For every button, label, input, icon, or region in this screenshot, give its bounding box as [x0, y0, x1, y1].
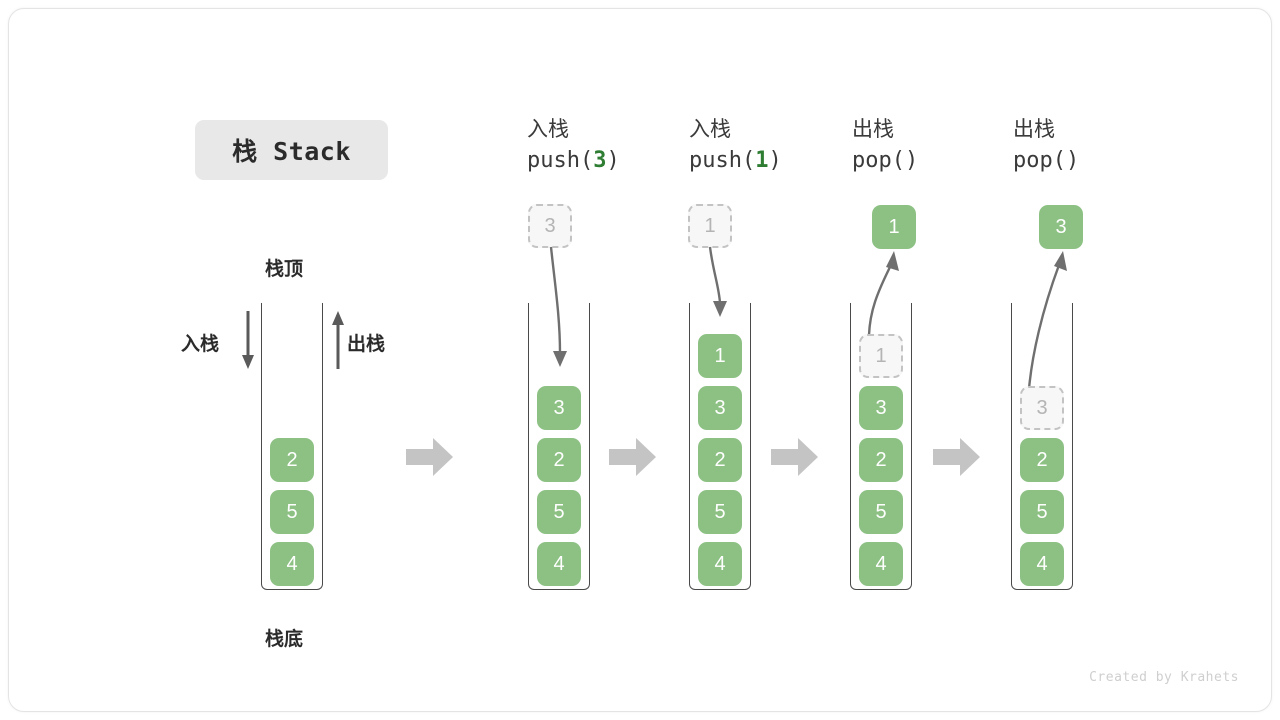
transition-arrow-icon-2	[609, 438, 656, 476]
stack-container-initial: 4 5 2	[261, 303, 323, 590]
step-op-name-3: 出栈	[852, 118, 894, 141]
transition-arrow-icon-4	[933, 438, 980, 476]
step-header-1: 入栈 push(3)	[527, 115, 697, 177]
stack-cell: 3	[859, 386, 903, 430]
stack-cells-step-4: 4 5 2 3	[1012, 378, 1072, 586]
push-direction-label: 入栈	[181, 334, 220, 355]
step-header-4: 出栈 pop()	[1013, 115, 1183, 177]
step-op-code-2: push(1)	[689, 148, 782, 173]
title-badge: 栈 Stack	[195, 120, 388, 180]
step-header-3: 出栈 pop()	[852, 115, 1022, 177]
stack-bottom-label: 栈底	[265, 629, 304, 650]
pop-direction-arrow-icon	[332, 311, 344, 369]
push-direction-arrow-icon	[242, 311, 254, 369]
floating-box-4: 3	[1039, 205, 1083, 249]
stack-cell: 2	[1020, 438, 1064, 482]
floating-box-2: 1	[688, 204, 732, 248]
stack-cell: 4	[859, 542, 903, 586]
stack-cell: 5	[859, 490, 903, 534]
stack-cell: 2	[537, 438, 581, 482]
stack-cells-step-1: 4 5 2 3	[529, 378, 589, 586]
stack-cell: 1	[698, 334, 742, 378]
stack-cell: 2	[859, 438, 903, 482]
stack-cell: 4	[537, 542, 581, 586]
stack-container-step-4: 4 5 2 3	[1011, 303, 1073, 590]
stack-cell: 5	[1020, 490, 1064, 534]
step-op-name-4: 出栈	[1013, 118, 1055, 141]
stack-cells-initial: 4 5 2	[262, 430, 322, 586]
stack-container-step-2: 4 5 2 3 1	[689, 303, 751, 590]
step-op-name-2: 入栈	[689, 118, 731, 141]
stack-cells-step-2: 4 5 2 3 1	[690, 326, 750, 586]
stack-cell: 3	[1020, 386, 1064, 430]
stack-cell: 4	[1020, 542, 1064, 586]
stack-cell: 2	[270, 438, 314, 482]
step-op-name-1: 入栈	[527, 118, 569, 141]
credit-footer: Created by Krahets	[1089, 670, 1239, 685]
stack-cell: 5	[270, 490, 314, 534]
stack-cell: 1	[859, 334, 903, 378]
stack-top-label: 栈顶	[265, 259, 304, 280]
stack-cell: 2	[698, 438, 742, 482]
stack-cells-step-3: 4 5 2 3 1	[851, 326, 911, 586]
floating-box-1: 3	[528, 204, 572, 248]
floating-box-3: 1	[872, 205, 916, 249]
step-op-code-4: pop()	[1013, 148, 1080, 173]
step-op-code-3: pop()	[852, 148, 919, 173]
step-header-2: 入栈 push(1)	[689, 115, 859, 177]
stack-cell: 4	[698, 542, 742, 586]
stack-cell: 5	[537, 490, 581, 534]
stack-container-step-3: 4 5 2 3 1	[850, 303, 912, 590]
stack-cell: 5	[698, 490, 742, 534]
stack-cell: 3	[698, 386, 742, 430]
stack-cell: 3	[537, 386, 581, 430]
stack-container-step-1: 4 5 2 3	[528, 303, 590, 590]
transition-arrow-icon-1	[406, 438, 453, 476]
transition-arrow-icon-3	[771, 438, 818, 476]
stack-cell: 4	[270, 542, 314, 586]
diagram-frame: 栈 Stack 栈顶 栈底 入栈 出栈 4 5 2	[8, 8, 1272, 712]
step-op-code-1: push(3)	[527, 148, 620, 173]
pop-direction-label: 出栈	[347, 334, 386, 355]
